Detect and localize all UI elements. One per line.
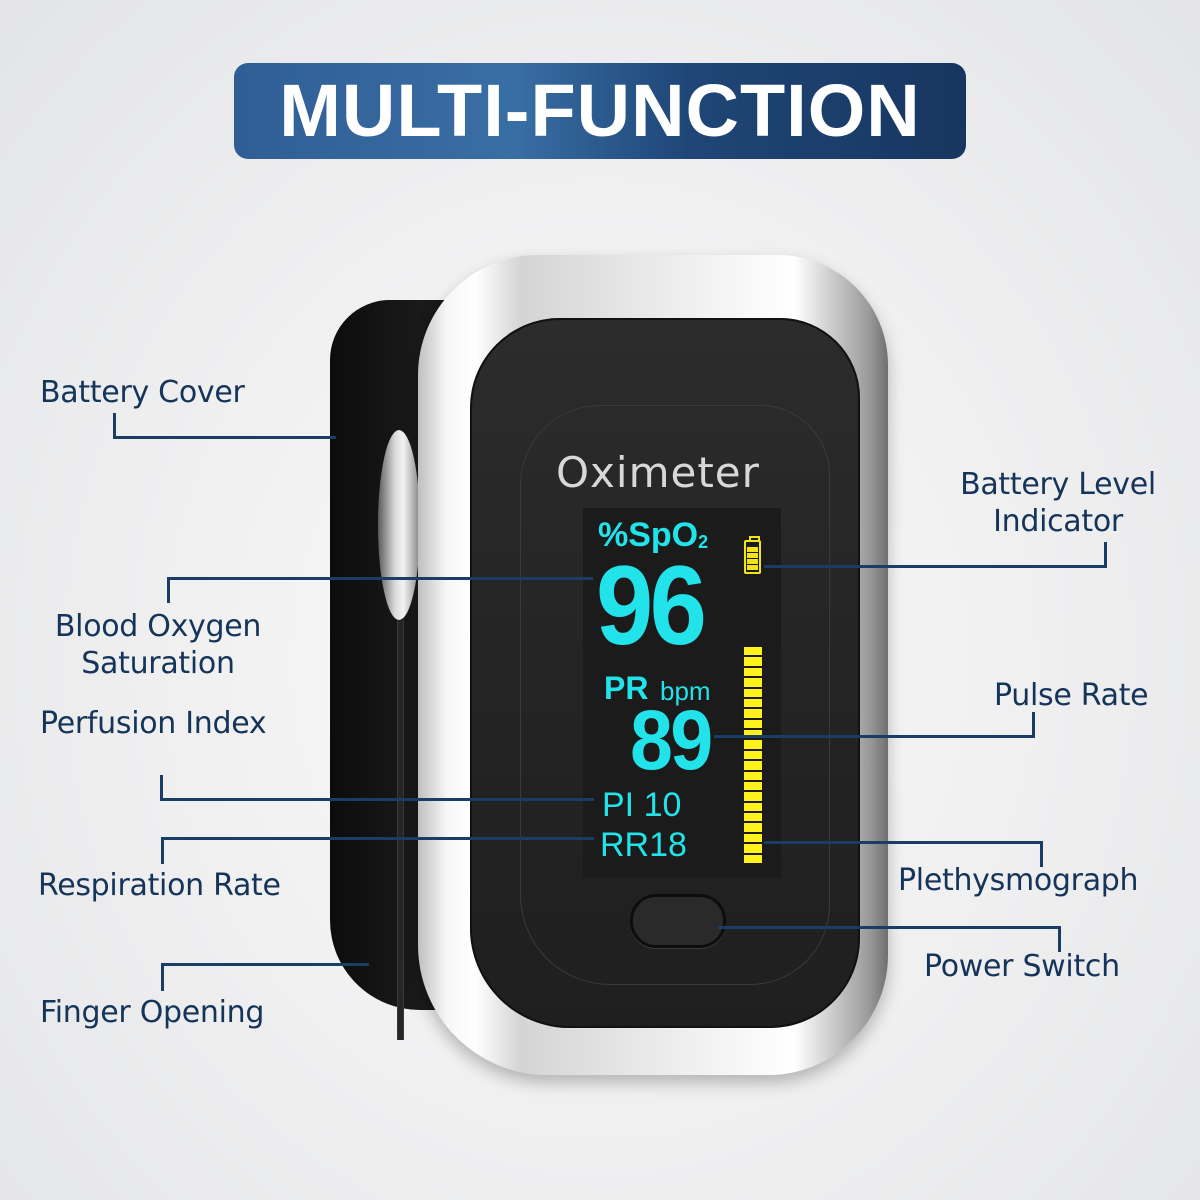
title-banner: MULTI-FUNCTION	[234, 63, 966, 159]
pr-label: PR	[604, 670, 649, 706]
label-line: Saturation	[81, 646, 235, 681]
leader-line	[161, 837, 594, 840]
device-brand: Oximeter	[556, 448, 760, 497]
side-hinge	[378, 430, 420, 620]
pleth-segment	[744, 719, 762, 728]
pleth-segment	[744, 688, 762, 697]
power-switch-button[interactable]	[630, 894, 726, 948]
label-respiration-rate: Respiration Rate	[38, 868, 281, 903]
leader-line	[764, 565, 1107, 568]
pleth-segment	[744, 761, 762, 770]
bpm-unit: bpm	[660, 676, 711, 706]
pleth-segment	[744, 833, 762, 843]
label-line: Blood Oxygen	[54, 609, 262, 644]
label-perfusion-index: Perfusion Index	[40, 706, 267, 741]
leader-line	[161, 963, 164, 991]
plethysmograph-bar	[744, 647, 762, 863]
label-finger-opening: Finger Opening	[40, 995, 265, 1030]
label-battery-cover: Battery Cover	[40, 375, 245, 410]
pleth-segment	[744, 854, 762, 863]
leader-line	[160, 775, 163, 801]
pleth-segment	[744, 823, 762, 832]
pulse-rate-value: 89	[630, 693, 713, 787]
pleth-segment	[744, 667, 762, 677]
pleth-segment	[744, 678, 762, 687]
label-battery-level-indicator: Battery Level Indicator	[950, 466, 1166, 540]
leader-line	[718, 926, 1061, 929]
pleth-segment	[744, 647, 762, 656]
pleth-segment	[744, 730, 762, 739]
leader-line	[714, 735, 1035, 738]
pleth-segment	[744, 792, 762, 801]
leader-line	[1058, 926, 1061, 952]
leader-line	[1104, 542, 1107, 568]
pleth-segment	[744, 740, 762, 749]
label-power-switch: Power Switch	[924, 949, 1120, 984]
pleth-segment	[744, 781, 762, 791]
banner-title: MULTI-FUNCTION	[279, 69, 921, 152]
pleth-segment	[744, 657, 762, 666]
leader-line	[1032, 712, 1035, 738]
leader-line	[113, 413, 116, 439]
finger-opening-groove	[397, 620, 404, 1040]
label-plethysmograph: Plethysmograph	[898, 863, 1139, 898]
pleth-segment	[744, 813, 762, 822]
perfusion-index-value: PI 10	[602, 786, 682, 824]
leader-line	[167, 577, 593, 580]
leader-line	[764, 841, 1043, 844]
pleth-segment	[744, 709, 762, 718]
leader-line	[161, 837, 164, 864]
leader-line	[113, 436, 336, 439]
pleth-segment	[744, 698, 762, 708]
pleth-segment	[744, 771, 762, 780]
leader-line	[161, 963, 369, 966]
label-line: Indicator	[993, 504, 1123, 539]
leader-line	[1040, 841, 1043, 867]
respiration-rate-value: RR18	[600, 826, 687, 864]
leader-line	[160, 798, 594, 801]
label-line: Battery Level	[960, 467, 1156, 502]
leader-line	[167, 577, 170, 603]
pleth-segment	[744, 802, 762, 811]
face-inner-contour	[520, 405, 830, 985]
label-pulse-rate: Pulse Rate	[994, 678, 1149, 713]
spo2-value: 96	[596, 543, 707, 668]
label-blood-oxygen-saturation: Blood Oxygen Saturation	[40, 608, 276, 682]
battery-icon	[744, 536, 761, 574]
pleth-segment	[744, 844, 762, 853]
spo2-label: %SpO2	[598, 516, 709, 554]
pleth-segment	[744, 750, 762, 760]
